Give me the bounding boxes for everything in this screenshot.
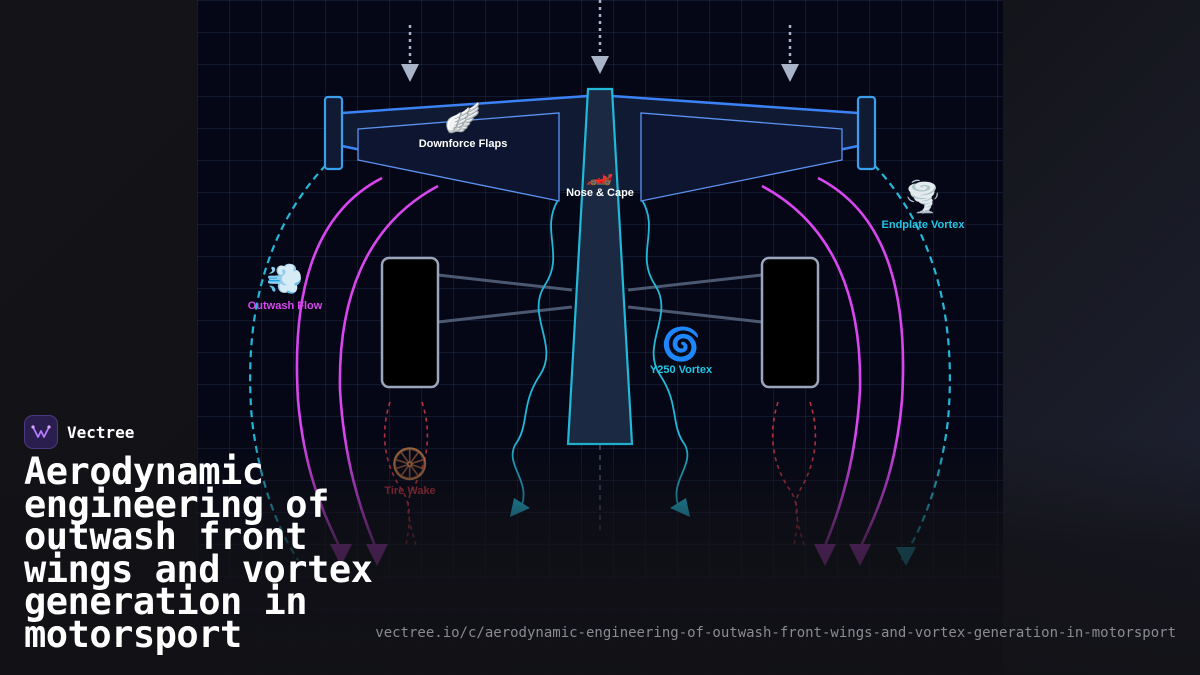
wing-flap-left bbox=[357, 112, 560, 202]
endplate-right bbox=[856, 95, 877, 171]
cyclone-icon: 🌀 bbox=[661, 325, 701, 363]
tire-left bbox=[380, 256, 440, 389]
suspension-arms bbox=[437, 273, 763, 324]
airflow-arrowhead-right bbox=[781, 64, 799, 82]
label-nose-cape: Nose & Cape bbox=[566, 187, 634, 199]
wing-icon: 🪽 bbox=[444, 101, 482, 136]
outwash-arrowhead-4 bbox=[849, 544, 871, 566]
race-car-icon: 🏎️ bbox=[586, 162, 614, 187]
label-endplate-vortex: Endplate Vortex bbox=[881, 219, 965, 231]
label-downforce-flaps: Downforce Flaps bbox=[418, 138, 508, 150]
endplate-left bbox=[323, 95, 344, 171]
airflow-arrowhead-left bbox=[401, 64, 419, 82]
tire-right bbox=[760, 256, 820, 389]
wind-gust-icon: 💨 bbox=[266, 262, 304, 297]
y250-vortex-left bbox=[511, 199, 559, 506]
outwash-arrowhead-3 bbox=[814, 544, 836, 566]
tire-wake-right-a bbox=[771, 401, 799, 546]
brand-name: Vectree bbox=[67, 422, 135, 442]
label-y250-vortex: Y250 Vortex bbox=[649, 364, 713, 376]
label-outwash-flow: Outwash Flow bbox=[247, 300, 323, 312]
front-wing-leading-edge bbox=[341, 94, 859, 115]
incoming-airflow-arrows bbox=[408, 0, 792, 64]
y250-arrowhead-left bbox=[510, 498, 530, 517]
y250-arrowhead-right bbox=[670, 498, 690, 517]
tornado-icon: 🌪️ bbox=[904, 180, 942, 215]
endplate-vortex-arrowhead-right bbox=[896, 547, 916, 566]
brand-logo-icon bbox=[24, 415, 58, 449]
page-title: Aerodynamic engineering of outwash front… bbox=[24, 450, 373, 656]
tire-wake-right-b bbox=[795, 401, 817, 546]
wing-flap-right bbox=[640, 112, 843, 202]
brand[interactable]: Vectree bbox=[24, 415, 134, 449]
airflow-arrowhead-center bbox=[591, 56, 609, 74]
page-url[interactable]: vectree.io/c/aerodynamic-engineering-of-… bbox=[375, 625, 1176, 641]
